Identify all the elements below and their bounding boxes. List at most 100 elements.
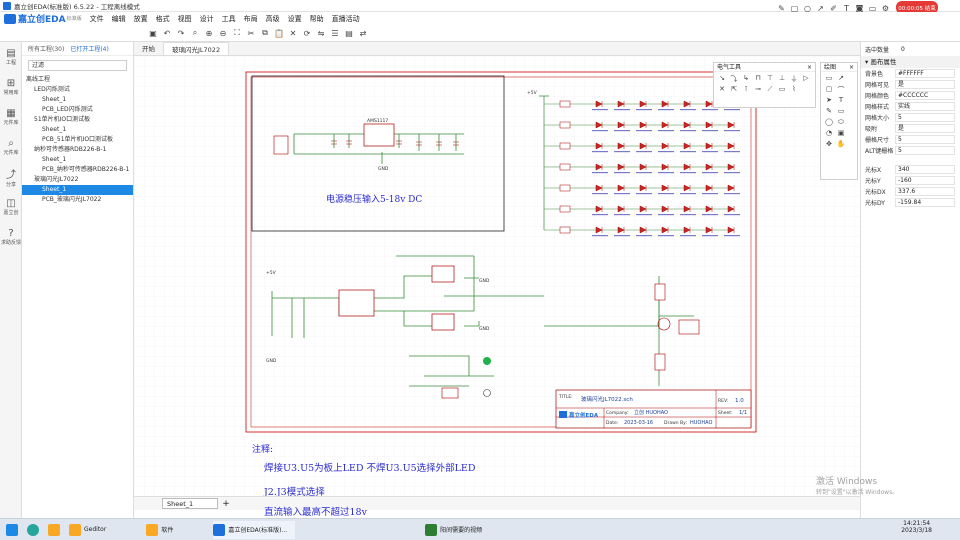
redo-icon[interactable]: ↷ [177,28,185,38]
taskbar-app-eda[interactable]: 嘉立创EDA(标准版)... [213,520,296,539]
sheet-tab[interactable]: Sheet_1 [162,498,219,509]
tab-all-projects[interactable]: 所有工程(30) [28,46,65,53]
tree-item[interactable]: 纳秒可传感器RDB226-B-1 [34,146,107,153]
property-value[interactable]: #FFFFFF [895,69,955,78]
tree-item[interactable]: PCB_玻璃闪光JL7022 [42,196,102,203]
tree-item[interactable]: PCB_纳秒可传感器RDB226-B-1 [42,166,130,173]
rail-common-lib[interactable]: ⊞常用库 [0,72,22,102]
ellipse-icon[interactable]: ⬭ [838,118,844,126]
align-icon[interactable]: ☰ [331,28,339,38]
sheet-icon[interactable]: ▭ [778,85,786,93]
menu-layout[interactable]: 布局 [243,14,258,23]
junction-icon[interactable]: ⊺ [744,85,748,93]
tree-item[interactable]: 玻璃闪光JL7022 [34,176,79,183]
schematic-canvas[interactable]: AMS1117 GND 电源稳压输入5-18v DC +5V +5V GND G… [134,56,860,496]
property-value[interactable]: 是 [895,80,955,89]
menu-help[interactable]: 帮助 [309,14,324,23]
text-tool-icon[interactable]: ⟋ [767,85,773,93]
clock[interactable]: 14:21:54 2023/3/18 [901,520,932,534]
tree-item[interactable]: Sheet_1 [42,156,67,163]
freehand-icon[interactable]: ✎ [826,107,832,115]
taskbar-app-geditor[interactable]: Geditor [69,521,106,539]
camera-icon[interactable]: ◙ [855,4,864,13]
polyline-icon[interactable]: ↗ [838,74,844,82]
explorer-button[interactable] [48,521,63,539]
cut-icon[interactable]: ✂ [247,28,255,38]
fit-icon[interactable]: ⛶ [234,28,240,37]
delete-icon[interactable]: ✕ [289,28,297,38]
tree-item[interactable]: Sheet_1 [42,96,67,103]
tab-schematic[interactable]: 玻璃闪光JL7022 [163,42,230,55]
arrow-icon[interactable]: ↗ [817,4,824,13]
netflag-icon[interactable]: ⊤ [766,74,774,82]
menu-advanced[interactable]: 高级 [265,14,280,23]
tree-item[interactable]: PCB_51单片机IO口测试板 [42,136,114,143]
convert-pcb-icon[interactable]: ⇄ [359,28,367,38]
menu-file[interactable]: 文件 [89,14,104,23]
property-value[interactable]: 是 [895,124,955,133]
rail-project[interactable]: ▤工程 [0,42,22,72]
menu-format[interactable]: 格式 [155,14,170,23]
rail-parts[interactable]: ▦元件库 [0,102,22,132]
pie-icon[interactable]: ◔ [825,129,833,137]
gnd-icon[interactable]: ⏚ [790,75,798,83]
start-button[interactable] [6,521,21,539]
close-icon[interactable]: × [806,64,812,71]
circle-icon[interactable]: ○ [804,4,811,13]
rail-share[interactable]: ⤴分享 [0,162,22,192]
menu-design[interactable]: 设计 [199,14,214,23]
tab-start[interactable]: 开始 [142,45,155,53]
probe-icon[interactable]: ⇱ [731,85,737,93]
tree-item[interactable]: 51单片机IO口测试板 [34,116,91,123]
menu-tools[interactable]: 工具 [221,14,236,23]
brush-icon[interactable]: ✐ [830,4,837,13]
window-icon[interactable]: ▭ [868,4,877,13]
tree-item[interactable]: LED闪烁测试 [34,86,70,93]
pin-icon[interactable]: ⊸ [755,85,761,93]
wire-icon[interactable]: ↘ [719,74,725,82]
tray-news[interactable]: 阳间需要的视频 [425,521,482,539]
edge-button[interactable] [27,521,42,539]
noconnect-icon[interactable]: ✕ [719,85,725,93]
line-icon[interactable]: ▭ [825,74,833,82]
tree-item[interactable]: PCB_LED闪烁测试 [42,106,93,113]
settings-icon[interactable]: ⚙ [881,4,890,13]
bom-icon[interactable]: ▤ [345,28,353,38]
arrow-tool-icon[interactable]: ➤ [826,96,832,104]
arc-icon[interactable]: ⌒ [837,86,845,94]
text-icon[interactable]: T [844,4,849,13]
menu-edit[interactable]: 编辑 [111,14,126,23]
save-icon[interactable]: ▣ [149,28,157,38]
rail-search[interactable]: ⌕元件库 [0,132,22,162]
property-value[interactable]: 5 [895,146,955,155]
text-tool-icon[interactable]: T [838,96,844,104]
port-icon[interactable]: ▷ [803,74,809,82]
copy-icon[interactable]: ⧉ [262,28,268,37]
bezier-icon[interactable]: ▢ [825,85,833,93]
tree-item[interactable]: Sheet_1 [42,126,67,133]
rail-community[interactable]: ◫嘉立创 [0,192,22,222]
recording-stop-button[interactable]: 00:00:05 结束 [896,1,938,14]
rect-tool-icon[interactable]: ▭ [837,107,845,115]
menu-view[interactable]: 视图 [177,14,192,23]
pen-icon[interactable]: ✎ [778,4,785,13]
image-icon[interactable]: ▣ [837,129,845,137]
taskbar-app-software[interactable]: 软件 [146,521,173,539]
paste-icon[interactable]: 📋 [274,28,284,38]
undo-icon[interactable]: ↶ [163,28,171,38]
flip-icon[interactable]: ⇋ [317,28,325,38]
property-value[interactable]: #CCCCCC [895,91,955,100]
menu-place[interactable]: 放置 [133,14,148,23]
property-value[interactable]: 5 [895,113,955,122]
close-icon[interactable]: × [848,64,854,71]
rotate-icon[interactable]: ⟳ [303,28,311,38]
search-icon[interactable]: ⌕ [192,28,198,37]
drag-icon[interactable]: ✋ [836,140,846,148]
zoom-out-icon[interactable]: ⊖ [219,28,227,38]
circle-tool-icon[interactable]: ◯ [825,118,833,126]
rail-help[interactable]: ?求助反馈 [0,222,22,252]
menu-live[interactable]: 直播活动 [331,14,360,23]
tree-item[interactable]: Sheet_1 [22,185,133,195]
spice-icon[interactable]: ⌇ [792,85,796,93]
rectangle-icon[interactable]: ▢ [790,4,799,13]
